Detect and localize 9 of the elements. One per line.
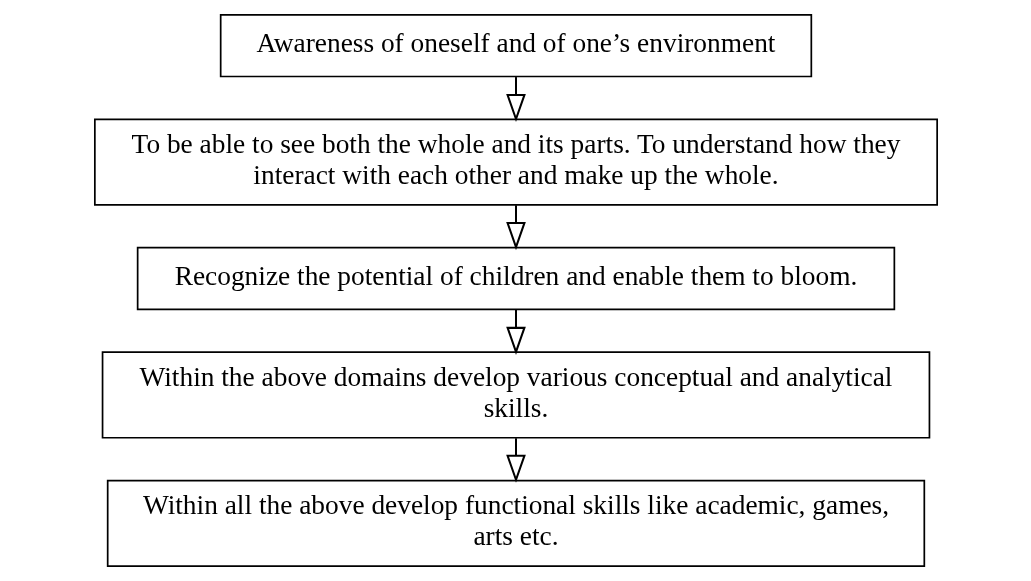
arrow bbox=[505, 205, 526, 251]
node-box: To be able to see both the whole and its parts. To understand how they interact with each other and make up the whole. bbox=[93, 118, 938, 206]
arrow bbox=[505, 438, 526, 483]
node-box: Awareness of oneself and of one’s environment bbox=[219, 14, 812, 78]
arrow bbox=[505, 77, 526, 123]
node-box: Within all the above develop functional skills like academic, games, arts etc. bbox=[106, 479, 925, 567]
arrow bbox=[505, 309, 526, 355]
node-box: Within the above domains develop various conceptual and analytical skills. bbox=[101, 351, 930, 439]
node-box: Recognize the potential of children and enable them to bloom. bbox=[136, 246, 895, 311]
